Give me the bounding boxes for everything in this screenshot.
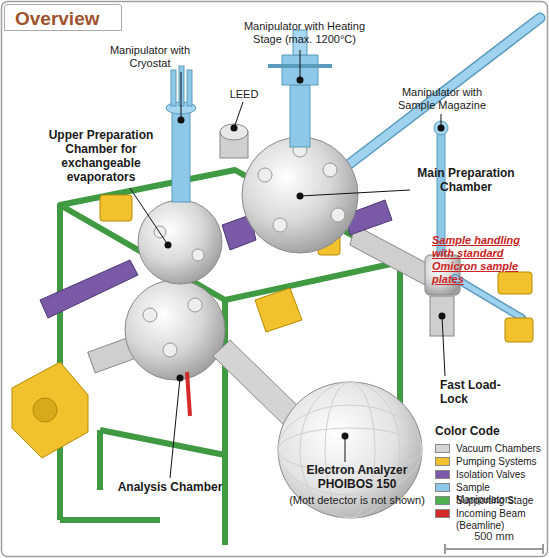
part-label: Manipulator with Sample Magazine	[392, 86, 492, 112]
leed-flange	[220, 124, 248, 140]
leader-dot	[342, 433, 349, 440]
port	[143, 308, 157, 322]
legend-swatch	[435, 457, 450, 466]
leader-dot	[438, 125, 445, 132]
cryostat-manipulator	[172, 110, 190, 202]
legend-text: Vacuum Chambers	[456, 443, 546, 455]
stage-rail	[60, 517, 160, 523]
port	[188, 298, 202, 312]
leader-dot	[231, 125, 238, 132]
part-label: Electron Analyzer PHOIBOS 150	[287, 463, 427, 491]
title-tab: Overview	[4, 4, 122, 31]
legend-row: Incoming Beam (Beamline)	[435, 507, 547, 520]
upper-preparation-chamber	[138, 200, 222, 284]
legend-swatch	[435, 444, 450, 453]
part-label: Fast Load-Lock	[440, 378, 510, 406]
incoming-beam	[187, 372, 190, 416]
leader-line	[170, 378, 180, 478]
port	[154, 226, 166, 238]
scale-tick	[444, 544, 446, 554]
transfer-tube	[350, 225, 430, 285]
leader-dot	[178, 117, 185, 124]
isolation-valve	[40, 260, 138, 318]
cryostat-tube	[171, 70, 176, 106]
pump	[505, 318, 533, 342]
legend-heading: Color Code	[435, 424, 545, 438]
part-label: Analysis Chamber	[108, 480, 232, 494]
leader-line	[234, 102, 243, 128]
stage-rail	[97, 430, 103, 490]
stage-rail	[100, 430, 225, 455]
analysis-chamber	[125, 280, 225, 380]
scale-tick	[542, 544, 544, 554]
leader-dot	[177, 375, 184, 382]
legend-swatch	[435, 470, 450, 479]
legend-text: Supporting Stage	[456, 495, 546, 507]
pump	[255, 288, 302, 332]
legend-swatch	[435, 483, 450, 492]
port	[273, 218, 287, 232]
leader-line	[300, 190, 410, 196]
scale-line	[445, 548, 543, 550]
scale-bar	[445, 544, 543, 554]
leader-dot	[165, 242, 172, 249]
legend-row: Pumping Systems	[435, 455, 547, 468]
heating-manipulator	[290, 85, 310, 147]
leader-dot	[439, 313, 446, 320]
leader-dot	[297, 193, 304, 200]
leader-line	[442, 316, 445, 376]
legend-swatch	[435, 496, 450, 505]
port	[323, 163, 337, 177]
load-lock-body	[430, 296, 454, 336]
note: Sample handling with standard Omicron sa…	[432, 234, 544, 286]
leader-lines	[130, 50, 445, 478]
part-label: Upper Preparation Chamber for exchangeab…	[42, 128, 160, 185]
legend-text: Pumping Systems	[456, 456, 546, 468]
legend-row: Isolation Valves	[435, 468, 547, 481]
leader-line	[300, 50, 301, 80]
leader-line	[345, 436, 346, 462]
legend-row: Sample Manipulators	[435, 481, 547, 494]
leader-line	[130, 188, 168, 245]
scale-label: 500 mm	[459, 530, 529, 543]
legend-row: Supporting Stage	[435, 494, 547, 507]
leader-dot	[297, 77, 304, 84]
legend-text: Isolation Valves	[456, 469, 546, 481]
leader-dots	[165, 77, 446, 440]
legend-swatch	[435, 509, 450, 518]
part-label: LEED	[224, 88, 264, 101]
pump	[12, 362, 88, 458]
cryostat-tube	[187, 70, 192, 106]
part-label: Manipulator with Cryostat	[108, 44, 192, 70]
part-note: (Mott detector is not shown)	[287, 494, 427, 507]
part-label: Main Preparation Chamber	[408, 166, 524, 194]
port	[163, 343, 177, 357]
leader-line	[181, 72, 182, 120]
main-preparation-chamber	[242, 137, 358, 253]
pump	[100, 195, 132, 221]
part-label: Manipulator with Heating Stage (max. 120…	[232, 20, 377, 46]
port	[192, 249, 204, 261]
pump	[498, 272, 532, 294]
port	[258, 168, 272, 182]
port	[331, 208, 345, 222]
legend-row: Vacuum Chambers	[435, 442, 547, 455]
pump-flange	[33, 398, 57, 422]
legend-text: Incoming Beam (Beamline)	[456, 508, 546, 532]
